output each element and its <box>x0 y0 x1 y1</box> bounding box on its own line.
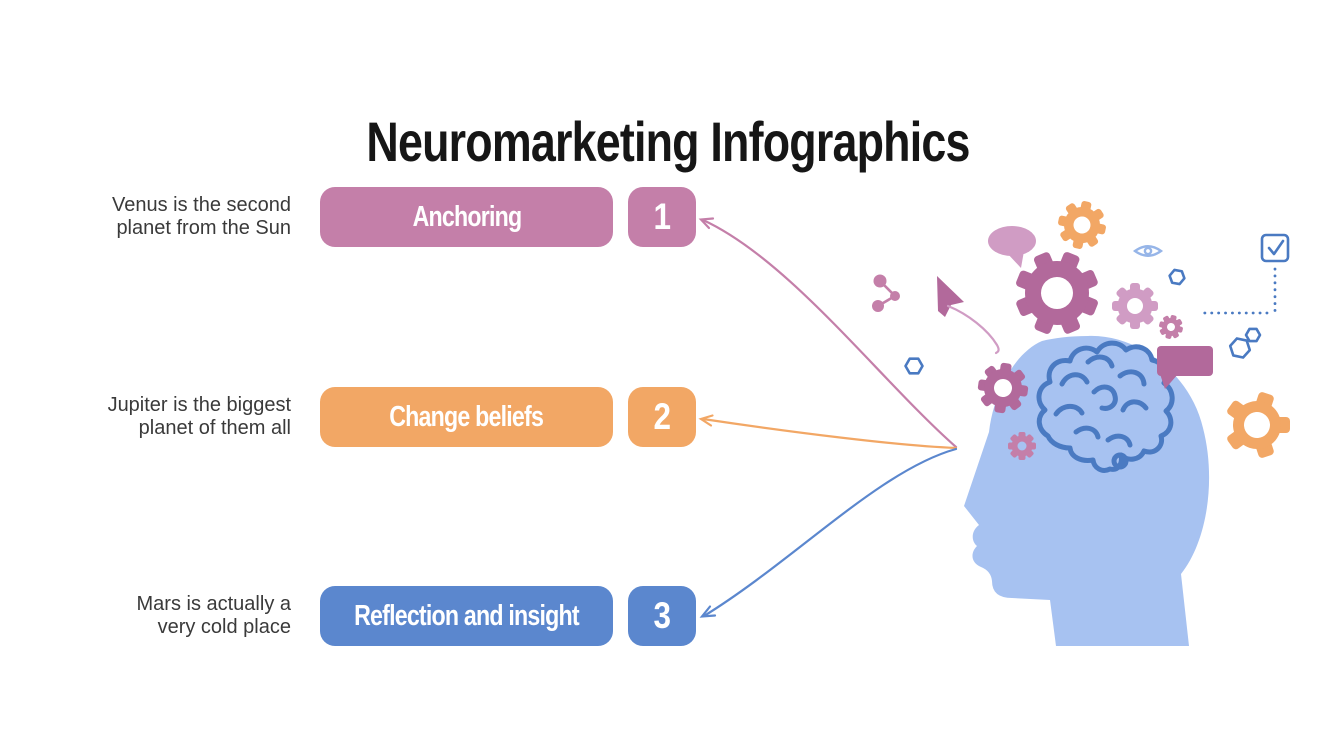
number-badge-3: 3 <box>628 586 696 646</box>
head-silhouette <box>964 335 1210 646</box>
dotted-connector <box>1196 267 1277 315</box>
hexagon-icon <box>1244 327 1262 343</box>
curved-arrow <box>946 304 1000 355</box>
hexagon-icon <box>1168 268 1186 286</box>
connector-arrow-2 <box>698 414 958 450</box>
number-badge-1-text: 1 <box>653 196 671 237</box>
number-badge-3-text: 3 <box>653 595 671 636</box>
cursor-arrow-icon <box>937 276 1000 355</box>
number-badge-2-text: 2 <box>653 396 671 437</box>
gear-icon <box>1058 201 1106 249</box>
molecule-icon <box>872 274 900 312</box>
speech-bubble-icon <box>988 226 1036 268</box>
gear-icon <box>1008 432 1036 460</box>
page-title: Neuromarketing Infographics <box>0 108 1336 176</box>
connector-arrow-3 <box>699 447 958 618</box>
speech-bubble-icon <box>1157 346 1213 389</box>
gear-icon <box>1112 283 1158 329</box>
gear-icon <box>1016 252 1098 334</box>
hexagon-icon <box>1228 337 1252 359</box>
page-title-text: Neuromarketing Infographics <box>366 109 970 173</box>
topic-pill-change-beliefs: Change beliefs <box>320 387 613 447</box>
number-badge-1: 1 <box>628 187 696 247</box>
gear-icon <box>1227 392 1290 458</box>
number-badge-2: 2 <box>628 387 696 447</box>
gear-icon <box>977 362 1029 414</box>
checkbox-checked-icon <box>1260 233 1290 263</box>
connector-arrow-1 <box>698 217 958 449</box>
topic-pill-1-label: Anchoring <box>412 200 522 233</box>
brain-icon <box>1036 340 1175 473</box>
gear-icon <box>1159 315 1183 339</box>
topic-pill-reflection: Reflection and insight <box>320 586 613 646</box>
topic-pill-anchoring: Anchoring <box>320 187 613 247</box>
hexagon-icon <box>904 357 924 375</box>
eye-icon <box>1132 245 1164 257</box>
topic-pill-3-label: Reflection and insight <box>354 599 580 632</box>
topic-pill-2-label: Change beliefs <box>389 400 545 433</box>
